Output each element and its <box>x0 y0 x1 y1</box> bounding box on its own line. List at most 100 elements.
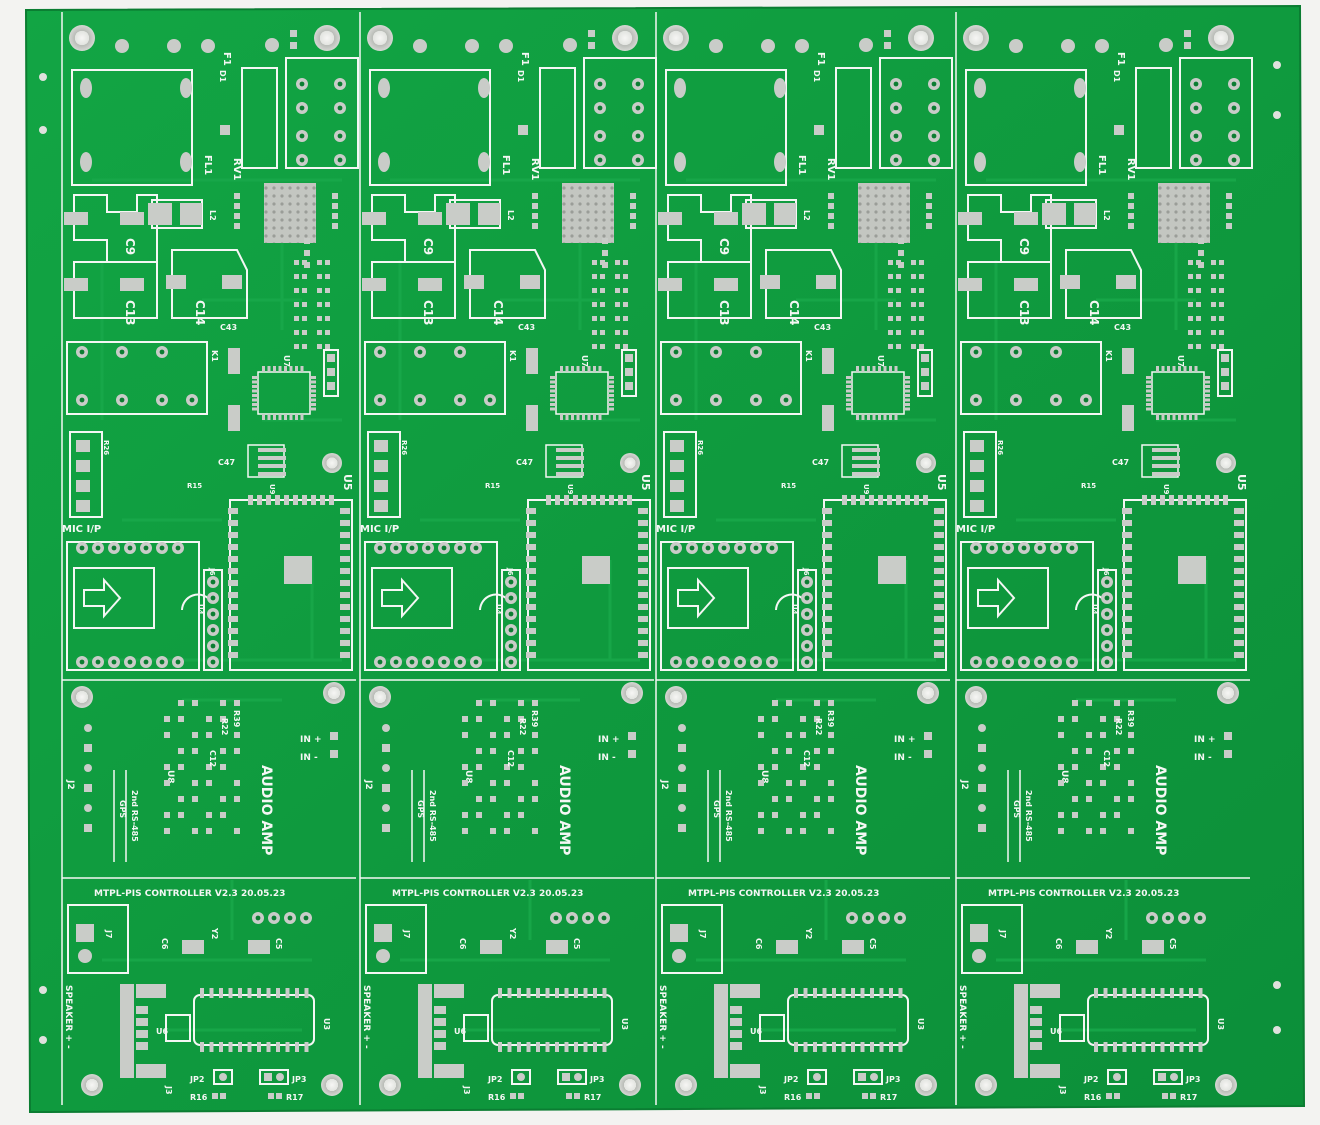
smd-pad <box>1211 302 1216 307</box>
smd-pad <box>1234 568 1244 574</box>
smd-pad <box>340 556 350 562</box>
drill-hole <box>689 659 695 665</box>
silk-label: R17 <box>880 1093 897 1102</box>
smd-pad <box>228 508 238 514</box>
drill-hole <box>635 157 641 163</box>
smd-pad <box>234 732 240 738</box>
board-title-label: MTPL-PIS CONTROLLER V2.3 20.05.23 <box>688 889 879 899</box>
smd-pad <box>1211 260 1216 265</box>
header-pad <box>84 784 92 792</box>
silk-label: R16 <box>488 1093 506 1102</box>
smd-pad <box>546 940 568 954</box>
drill-hole <box>337 81 343 87</box>
smd-pad <box>896 288 901 293</box>
drill-hole <box>409 545 415 551</box>
capacitor-c13-outline <box>667 261 752 319</box>
smd-pad <box>206 732 212 738</box>
mounting-hole <box>621 682 643 704</box>
speaker-pad <box>672 949 686 963</box>
header-outline <box>621 349 637 397</box>
smd-pad <box>608 403 614 406</box>
silk-label: C47 <box>812 458 829 467</box>
smd-pad <box>1072 796 1078 802</box>
silk-label: C9 <box>123 238 137 255</box>
smd-pad <box>550 380 556 384</box>
smd-pad <box>1058 780 1064 786</box>
smd-pad <box>532 213 538 219</box>
smd-pad <box>164 732 170 738</box>
smd-pad <box>550 385 556 388</box>
connector-pin <box>970 480 984 492</box>
smd-pad <box>1132 1042 1136 1052</box>
heatsink-pad <box>714 984 728 1078</box>
smd-pad <box>1172 414 1176 420</box>
header-pad <box>382 804 390 812</box>
header-pad <box>1221 354 1229 362</box>
header-pad <box>978 764 986 772</box>
smd-pad <box>776 940 798 954</box>
silk-label: J6 <box>802 567 810 576</box>
smd-pad <box>1116 275 1136 289</box>
smd-pad <box>760 275 780 289</box>
smd-pad <box>883 366 887 372</box>
filter-outline <box>665 69 787 186</box>
silk-label: C47 <box>1112 458 1129 467</box>
drill-hole <box>425 659 431 665</box>
smd-pad <box>926 203 932 209</box>
smd-pad <box>1114 812 1120 818</box>
smd-pad <box>462 732 468 738</box>
smd-pad <box>1178 414 1181 420</box>
smd-pad <box>310 385 316 388</box>
silk-label: J6 <box>1102 567 1110 576</box>
smd-pad <box>219 988 223 998</box>
smd-pad <box>234 700 240 706</box>
silk-label: U7 <box>876 355 885 367</box>
drill-hole <box>893 81 899 87</box>
jumper-pad <box>1170 1073 1178 1081</box>
smd-pad <box>64 212 88 225</box>
smd-pad <box>556 456 584 460</box>
smd-pad <box>1223 495 1228 505</box>
drill-hole <box>1193 133 1199 139</box>
smd-pad <box>814 748 820 754</box>
smd-pad <box>904 376 910 379</box>
silk-label: JP3 <box>589 1075 604 1084</box>
silk-label: MIC I/P <box>656 524 695 535</box>
smd-pad <box>822 544 832 550</box>
silk-label: Y2 <box>210 927 219 939</box>
silk-label: U4 <box>790 604 798 615</box>
drill-hole <box>159 349 165 355</box>
connector-pin <box>76 440 90 452</box>
smd-pad <box>362 278 386 291</box>
mounting-hole <box>916 453 936 473</box>
smd-pad <box>574 1093 580 1099</box>
smd-pad <box>638 604 648 610</box>
smd-pad <box>1234 580 1244 586</box>
smd-pad <box>267 366 271 372</box>
smd-pad <box>592 274 597 279</box>
connector-pin <box>374 500 388 512</box>
mounting-hole <box>321 1074 343 1096</box>
drill-hole <box>1193 81 1199 87</box>
filter-outline <box>71 69 193 186</box>
smd-pad <box>504 812 510 818</box>
smd-pad <box>325 330 330 335</box>
smd-pad <box>1014 278 1038 291</box>
drill-hole <box>79 349 85 355</box>
silk-label: F1 <box>1115 52 1126 66</box>
sd-slot-outline <box>73 567 155 629</box>
silk-label: C5 <box>1168 938 1177 950</box>
smd-pad <box>592 260 597 265</box>
silk-label: SPEAKER + - <box>361 985 371 1049</box>
drill-hole <box>849 915 855 921</box>
drill-hole <box>705 659 711 665</box>
smd-pad <box>1086 732 1092 738</box>
smd-pad <box>615 288 620 293</box>
drill-hole <box>393 659 399 665</box>
smd-pad <box>919 260 924 265</box>
silk-label: C6 <box>458 938 467 950</box>
capacitor-c14-outline <box>171 249 248 319</box>
silk-label: IN - <box>1194 753 1212 763</box>
silk-label: U5 <box>639 474 652 491</box>
